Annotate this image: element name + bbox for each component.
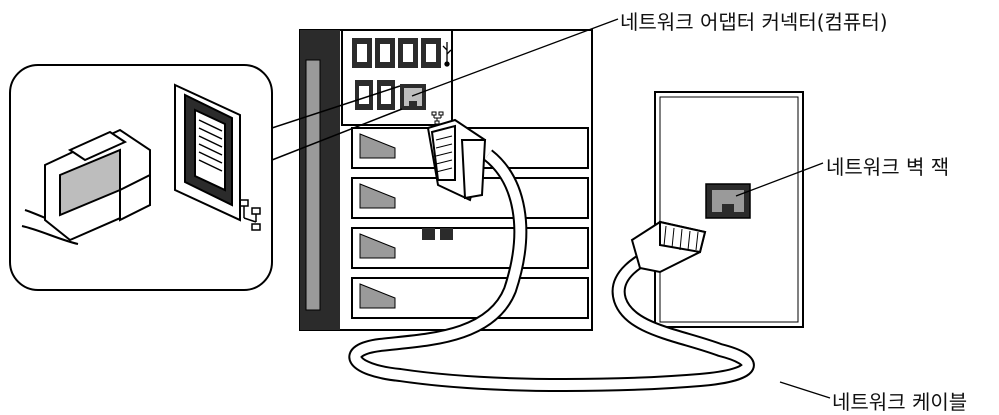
inset-rj45-plug [21,128,151,245]
label-network-cable: 네트워크 케이블 [832,390,968,414]
label-network-adapter-connector: 네트워크 어댑터 커넥터(컴퓨터) [620,10,888,34]
inset-network-port [174,83,241,222]
wall-jack [705,183,751,219]
zoom-inset [9,64,403,291]
cable-plug-computer [426,118,487,202]
cable-plug-wall [630,220,707,274]
usb-icon [442,42,452,67]
computer-back-panel [299,29,593,331]
network-icon [431,111,444,125]
inset-network-icon [239,199,261,231]
network-adapter-port [400,84,426,110]
network-cable [348,149,755,392]
wall-plate [654,91,804,328]
audio-ports [422,228,453,240]
usb-ports [352,38,441,110]
leader-lines [411,18,831,399]
label-network-wall-jack: 네트워크 벽 잭 [826,155,950,179]
slot-bracket-marks [359,133,396,309]
